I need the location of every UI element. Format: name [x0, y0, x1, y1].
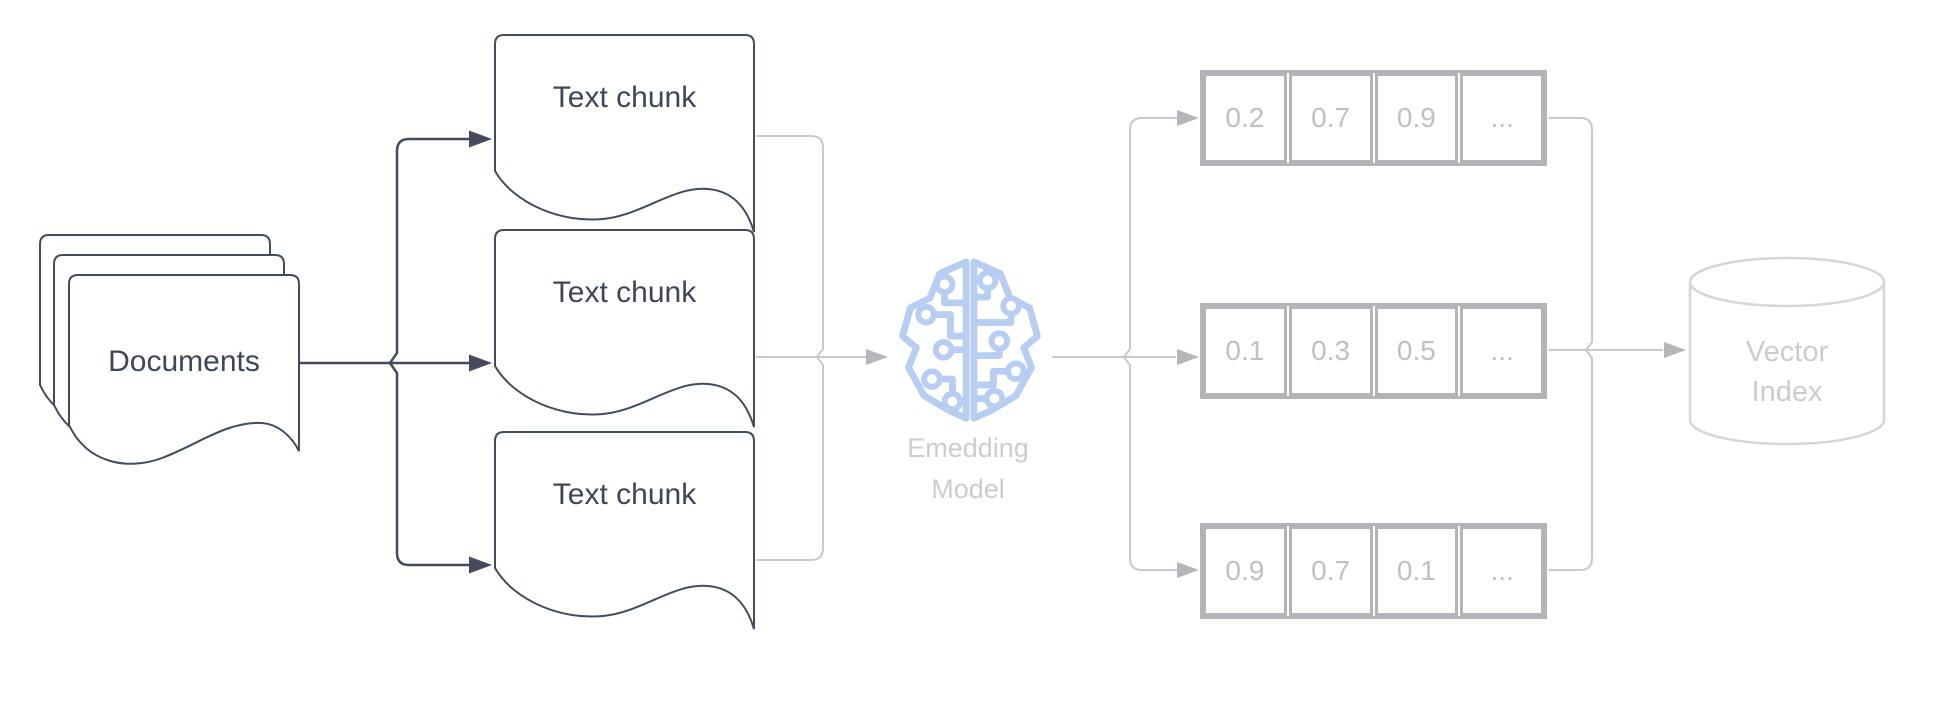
vector-index-label-line2: Index — [1751, 376, 1823, 408]
vector-cell: 0.3 — [1288, 306, 1373, 396]
vectors-to-index-connectors — [1549, 117, 1663, 571]
vector-index-cylinder — [1688, 256, 1886, 446]
dark-arrowheads — [469, 130, 492, 574]
vector-index-label: Vector Index — [1688, 332, 1886, 412]
documents-to-chunks-connectors — [298, 137, 482, 567]
model-arrowhead — [866, 349, 888, 365]
text-chunk-shape-1 — [494, 34, 755, 233]
chunks-to-model-connectors — [756, 135, 866, 561]
embedding-model-label-line2: Model — [931, 474, 1005, 504]
text-chunk-shape-3 — [494, 431, 755, 630]
vector-row-1: 0.2 0.7 0.9 ... — [1200, 70, 1547, 166]
vector-row-2: 0.1 0.3 0.5 ... — [1200, 303, 1547, 399]
vector-cell: 0.9 — [1374, 73, 1459, 163]
vector-cell: 0.5 — [1374, 306, 1459, 396]
embedding-model-brain-icon — [899, 258, 1041, 422]
documents-stack-front — [68, 274, 300, 465]
vector-index-label-line1: Vector — [1745, 336, 1829, 368]
embedding-model-label: Emedding Model — [858, 428, 1078, 510]
vector-cell: ... — [1460, 526, 1544, 616]
vector-row-3: 0.9 0.7 0.1 ... — [1200, 523, 1547, 619]
vector-cell: 0.7 — [1288, 526, 1373, 616]
vector-cell: 0.1 — [1374, 526, 1459, 616]
vector-cell: ... — [1460, 73, 1544, 163]
vector-cell: 0.1 — [1203, 306, 1287, 396]
model-to-vectors-connectors — [1052, 117, 1188, 571]
vector-cell: 0.9 — [1203, 526, 1287, 616]
vector-cell: 0.2 — [1203, 73, 1287, 163]
text-chunk-label-2: Text chunk — [552, 276, 697, 309]
text-chunk-label-3: Text chunk — [552, 478, 697, 511]
text-chunk-label-1: Text chunk — [552, 81, 697, 114]
vector-arrowheads — [1177, 110, 1199, 578]
vector-cell: ... — [1460, 306, 1544, 396]
documents-label: Documents — [108, 345, 260, 378]
embedding-model-label-line1: Emedding — [907, 433, 1029, 463]
index-arrowhead — [1664, 342, 1686, 358]
text-chunk-shape-2 — [494, 229, 755, 428]
vector-cell: 0.7 — [1288, 73, 1373, 163]
